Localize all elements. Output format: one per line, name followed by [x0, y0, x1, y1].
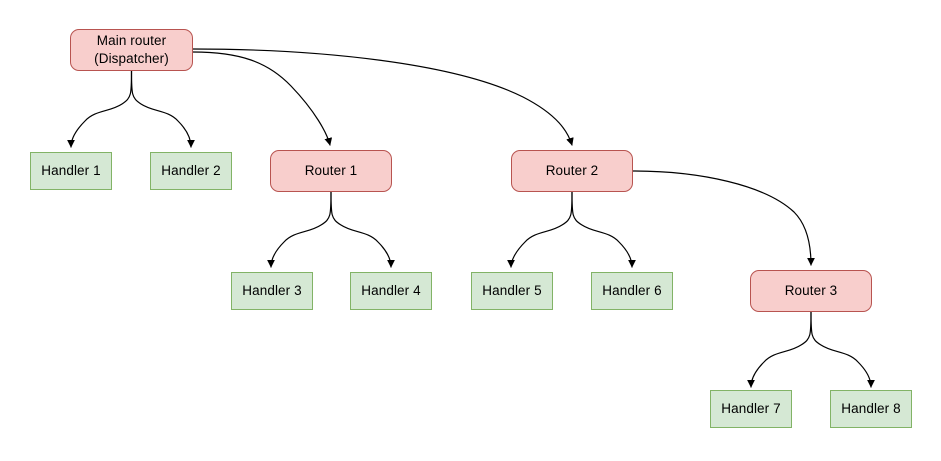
node-label-router-3: Router 3 — [784, 283, 838, 299]
edge-main-router-to-handler-2 — [130, 70, 195, 148]
edge-main-router-to-handler-1 — [67, 70, 133, 148]
node-label-router-2: Router 2 — [545, 163, 599, 179]
edge-router-3-to-handler-7 — [747, 311, 812, 388]
node-handler-2[interactable]: Handler 2 — [150, 152, 232, 190]
edge-main-router-to-router-1 — [192, 51, 333, 146]
node-label-handler-1: Handler 1 — [41, 163, 101, 179]
node-label-main-router: Main router (Dispatcher) — [94, 33, 169, 66]
node-router-3[interactable]: Router 3 — [750, 270, 872, 312]
edge-router-2-to-handler-6 — [571, 191, 636, 268]
node-handler-7[interactable]: Handler 7 — [710, 390, 792, 428]
node-handler-8[interactable]: Handler 8 — [830, 390, 912, 428]
node-label-handler-2: Handler 2 — [161, 163, 221, 179]
edge-main-router-to-router-2 — [192, 48, 574, 146]
node-router-2[interactable]: Router 2 — [511, 150, 633, 192]
node-label-router-1: Router 1 — [304, 163, 358, 179]
edge-router-2-to-handler-5 — [507, 191, 573, 268]
edge-router-1-to-handler-3 — [267, 191, 332, 268]
node-main-router[interactable]: Main router (Dispatcher) — [70, 29, 193, 71]
node-label-handler-4: Handler 4 — [361, 283, 421, 299]
node-handler-5[interactable]: Handler 5 — [471, 272, 553, 310]
node-label-handler-5: Handler 5 — [482, 283, 542, 299]
node-handler-6[interactable]: Handler 6 — [591, 272, 673, 310]
node-handler-1[interactable]: Handler 1 — [30, 152, 112, 190]
node-label-handler-3: Handler 3 — [242, 283, 302, 299]
node-handler-3[interactable]: Handler 3 — [231, 272, 313, 310]
node-label-handler-8: Handler 8 — [841, 401, 901, 417]
edge-router-2-to-router-3 — [632, 170, 815, 266]
edge-router-3-to-handler-8 — [810, 311, 875, 388]
edges-group — [67, 48, 875, 388]
node-label-handler-7: Handler 7 — [721, 401, 781, 417]
node-router-1[interactable]: Router 1 — [270, 150, 392, 192]
node-handler-4[interactable]: Handler 4 — [350, 272, 432, 310]
node-label-handler-6: Handler 6 — [602, 283, 662, 299]
edge-router-1-to-handler-4 — [330, 191, 395, 268]
